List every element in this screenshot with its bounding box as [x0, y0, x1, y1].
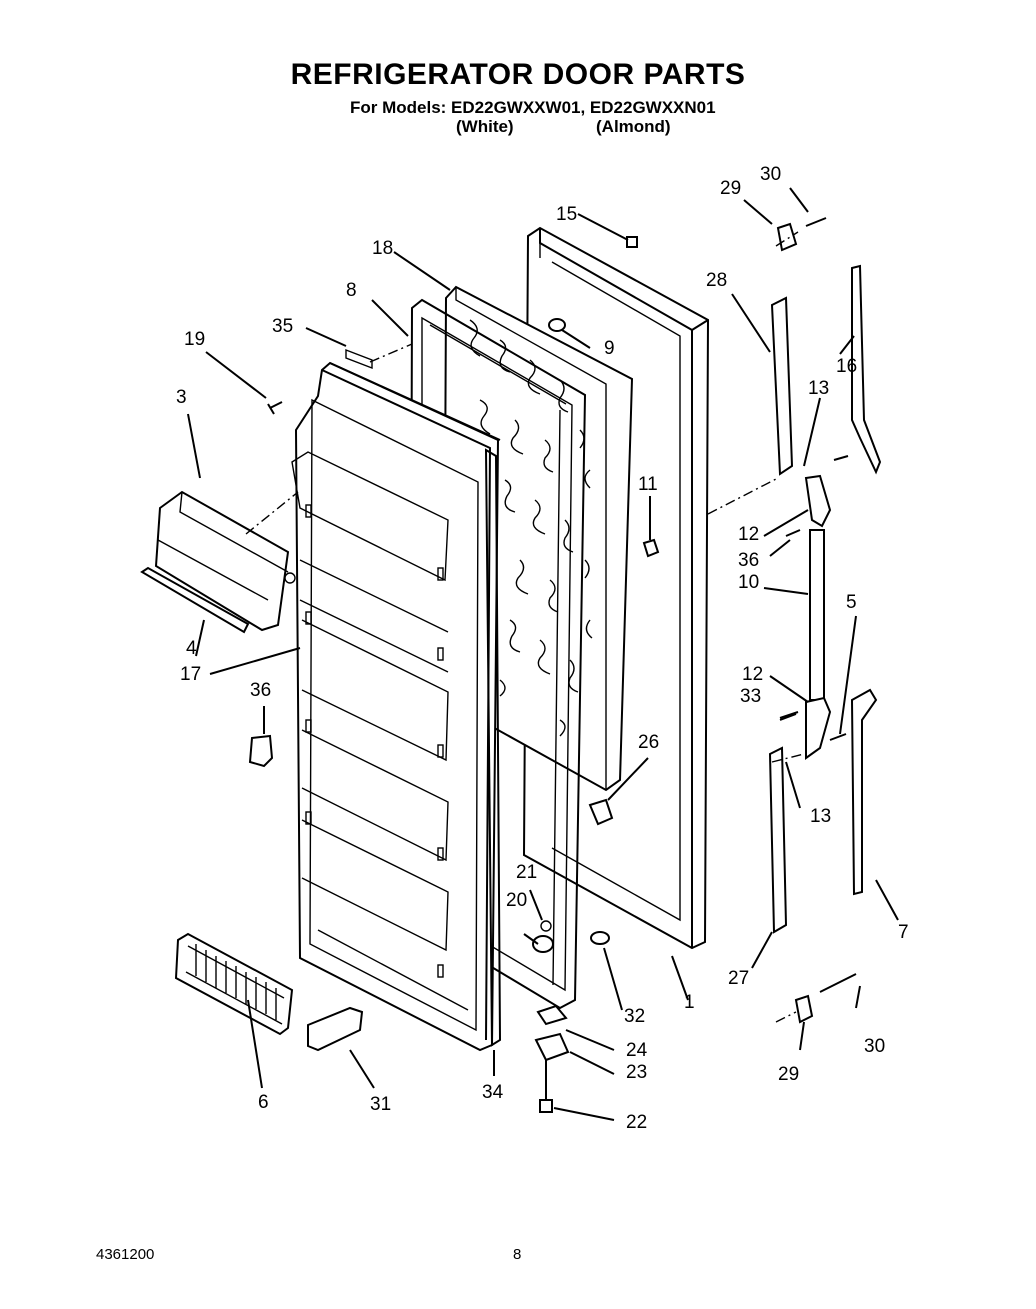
callout-11: 11: [638, 474, 658, 495]
clip-29-top: [776, 222, 798, 252]
clip-11: [642, 538, 660, 558]
callout-17: 17: [180, 664, 201, 685]
trim-28: [770, 296, 794, 476]
callout-20: 20: [506, 890, 527, 911]
bottom-hinge-stack: [532, 920, 570, 1113]
screw-19: [267, 401, 283, 415]
callout-8: 8: [346, 280, 357, 301]
callout-15: 15: [556, 204, 577, 225]
bracket-12-bottom: [805, 696, 832, 760]
callout-13a: 13: [808, 378, 829, 399]
trim-27: [768, 746, 788, 934]
page-title: REFRIGERATOR DOOR PARTS: [290, 58, 746, 91]
page-number: 8: [513, 1246, 522, 1263]
label-15: [626, 236, 638, 248]
callout-21: 21: [516, 862, 537, 883]
callout-34: 34: [482, 1082, 504, 1103]
callout-16: 16: [836, 356, 857, 377]
callout-18: 18: [372, 238, 393, 259]
inner-door-liner: [291, 361, 501, 1052]
callout-19: 19: [184, 329, 205, 350]
callout-36b: 36: [738, 550, 759, 571]
callout-36a: 36: [250, 680, 271, 701]
callout-30a: 30: [760, 164, 781, 185]
callout-23: 23: [626, 1062, 647, 1083]
callout-28: 28: [706, 270, 727, 291]
callout-6: 6: [258, 1092, 269, 1113]
callout-1: 1: [684, 992, 695, 1013]
callout-5: 5: [846, 592, 857, 613]
callout-12a: 12: [738, 524, 759, 545]
callout-31: 31: [370, 1094, 391, 1115]
callout-7: 7: [898, 922, 909, 943]
screw-30-top: [805, 217, 827, 227]
callout-22: 22: [626, 1112, 647, 1133]
callout-32: 32: [624, 1006, 645, 1027]
variant-almond-label: (Almond): [596, 117, 671, 136]
callout-13b: 13: [810, 806, 831, 827]
screws-right: [779, 455, 849, 741]
bushing-9: [548, 318, 566, 332]
small-bracket-left: [248, 734, 274, 768]
callout-4: 4: [186, 638, 197, 659]
callout-10: 10: [738, 572, 759, 593]
callout-33: 33: [740, 686, 761, 707]
callout-12b: 12: [742, 664, 763, 685]
callout-30b: 30: [864, 1036, 885, 1057]
callout-9: 9: [604, 338, 615, 359]
bracket-12-top: [804, 474, 832, 528]
callout-29b: 29: [778, 1064, 799, 1085]
handle-strip-16: [851, 264, 882, 475]
callout-3: 3: [176, 387, 187, 408]
door-stop-32: [590, 931, 610, 945]
leader-lines: [187, 187, 899, 1121]
toe-cap: [307, 1006, 364, 1052]
clip-29-bottom: [794, 994, 814, 1024]
callout-29a: 29: [720, 178, 741, 199]
gasket-piece: [345, 348, 373, 370]
variant-white-label: (White): [456, 117, 514, 136]
callout-35: 35: [272, 316, 293, 337]
hinge-plate-26: [588, 798, 614, 826]
handle-strip-7: [850, 688, 878, 896]
models-line: For Models: ED22GWXXW01, ED22GWXXN01: [350, 98, 716, 117]
trim-strip: [140, 566, 250, 634]
door-gasket-strip: [484, 448, 502, 1047]
grille: [174, 932, 294, 1036]
callout-26: 26: [638, 732, 659, 753]
screw-30-bottom: [819, 973, 857, 993]
callout-27: 27: [728, 968, 749, 989]
callout-24: 24: [626, 1040, 648, 1061]
tube-10: [809, 529, 825, 701]
dispenser-cover: [154, 490, 296, 632]
part-number: 4361200: [96, 1246, 155, 1263]
